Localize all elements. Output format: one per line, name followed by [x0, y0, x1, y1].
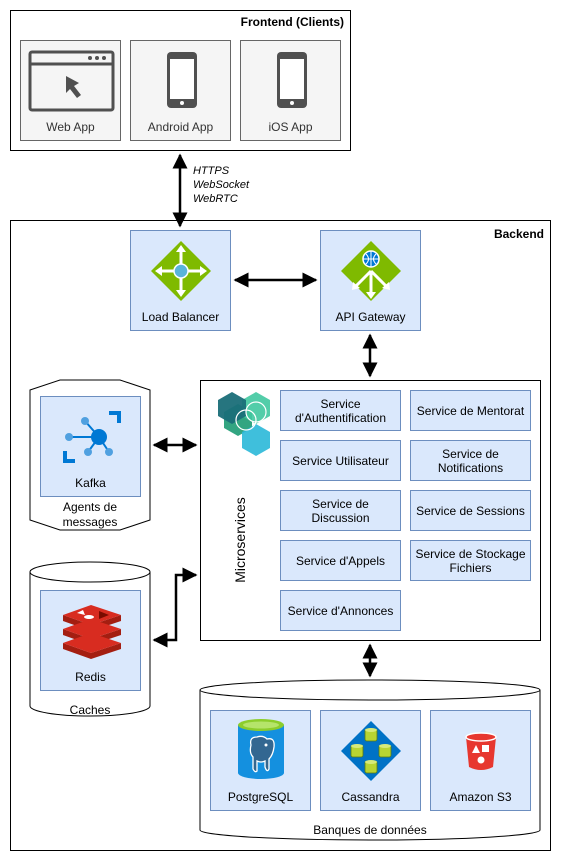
service-authentification[interactable]: Service d'Authentification	[280, 390, 401, 431]
api-gateway-icon	[341, 241, 401, 301]
ios-app-card[interactable]: iOS App	[240, 40, 341, 141]
android-app-card[interactable]: Android App	[130, 40, 231, 141]
service-utilisateur[interactable]: Service Utilisateur	[280, 440, 401, 481]
postgresql-box[interactable]: PostgreSQL	[210, 710, 311, 811]
protocol-webrtc: WebRTC	[193, 193, 238, 205]
service-sessions[interactable]: Service de Sessions	[410, 490, 531, 531]
web-app-card[interactable]: Web App	[20, 40, 121, 141]
service-mentorat[interactable]: Service de Mentorat	[410, 390, 531, 431]
web-app-label: Web App	[46, 120, 95, 134]
microservices-title: Microservices	[232, 497, 248, 583]
databases-caption: Banques de données	[313, 823, 427, 837]
cassandra-icon	[341, 721, 401, 781]
amazon-s3-box[interactable]: Amazon S3	[430, 710, 531, 811]
kafka-box[interactable]: Kafka	[40, 396, 141, 497]
load-balancer-icon	[151, 241, 211, 301]
cache-caption: Caches	[69, 703, 111, 717]
ios-app-label: iOS App	[268, 120, 313, 134]
redis-label: Redis	[75, 670, 106, 684]
service-discussion[interactable]: Service de Discussion	[280, 490, 401, 531]
frontend-title: Frontend (Clients)	[240, 15, 344, 29]
redis-box[interactable]: Redis	[40, 590, 141, 691]
protocol-https: HTTPS	[193, 165, 230, 177]
smartphone-icon	[167, 52, 197, 108]
cassandra-label: Cassandra	[341, 790, 400, 804]
cassandra-box[interactable]: Cassandra	[320, 710, 421, 811]
backend-title: Backend	[493, 227, 544, 241]
protocol-list: HTTPS WebSocket WebRTC	[193, 164, 249, 206]
postgresql-icon	[238, 719, 284, 779]
service-annonces[interactable]: Service d'Annonces	[280, 590, 401, 631]
smartphone-icon	[277, 52, 307, 108]
browser-window-icon	[28, 50, 115, 112]
api-gateway-box[interactable]: API Gateway	[320, 230, 421, 331]
kafka-label: Kafka	[75, 476, 106, 490]
postgresql-label: PostgreSQL	[227, 790, 294, 804]
api-gateway-label: API Gateway	[335, 310, 406, 324]
kafka-icon	[63, 411, 121, 463]
service-notifications[interactable]: Service de Notifications	[410, 440, 531, 481]
load-balancer-label: Load Balancer	[141, 310, 220, 324]
android-app-label: Android App	[147, 120, 214, 134]
service-stockage-fichiers[interactable]: Service de Stockage Fichiers	[410, 540, 531, 581]
redis-icon	[63, 605, 121, 659]
service-appels[interactable]: Service d'Appels	[280, 540, 401, 581]
load-balancer-box[interactable]: Load Balancer	[130, 230, 231, 331]
message-broker-caption: Agents de messages	[62, 500, 118, 529]
amazon-s3-icon	[465, 732, 497, 770]
protocol-websocket: WebSocket	[193, 179, 250, 191]
amazon-s3-label: Amazon S3	[449, 790, 512, 804]
